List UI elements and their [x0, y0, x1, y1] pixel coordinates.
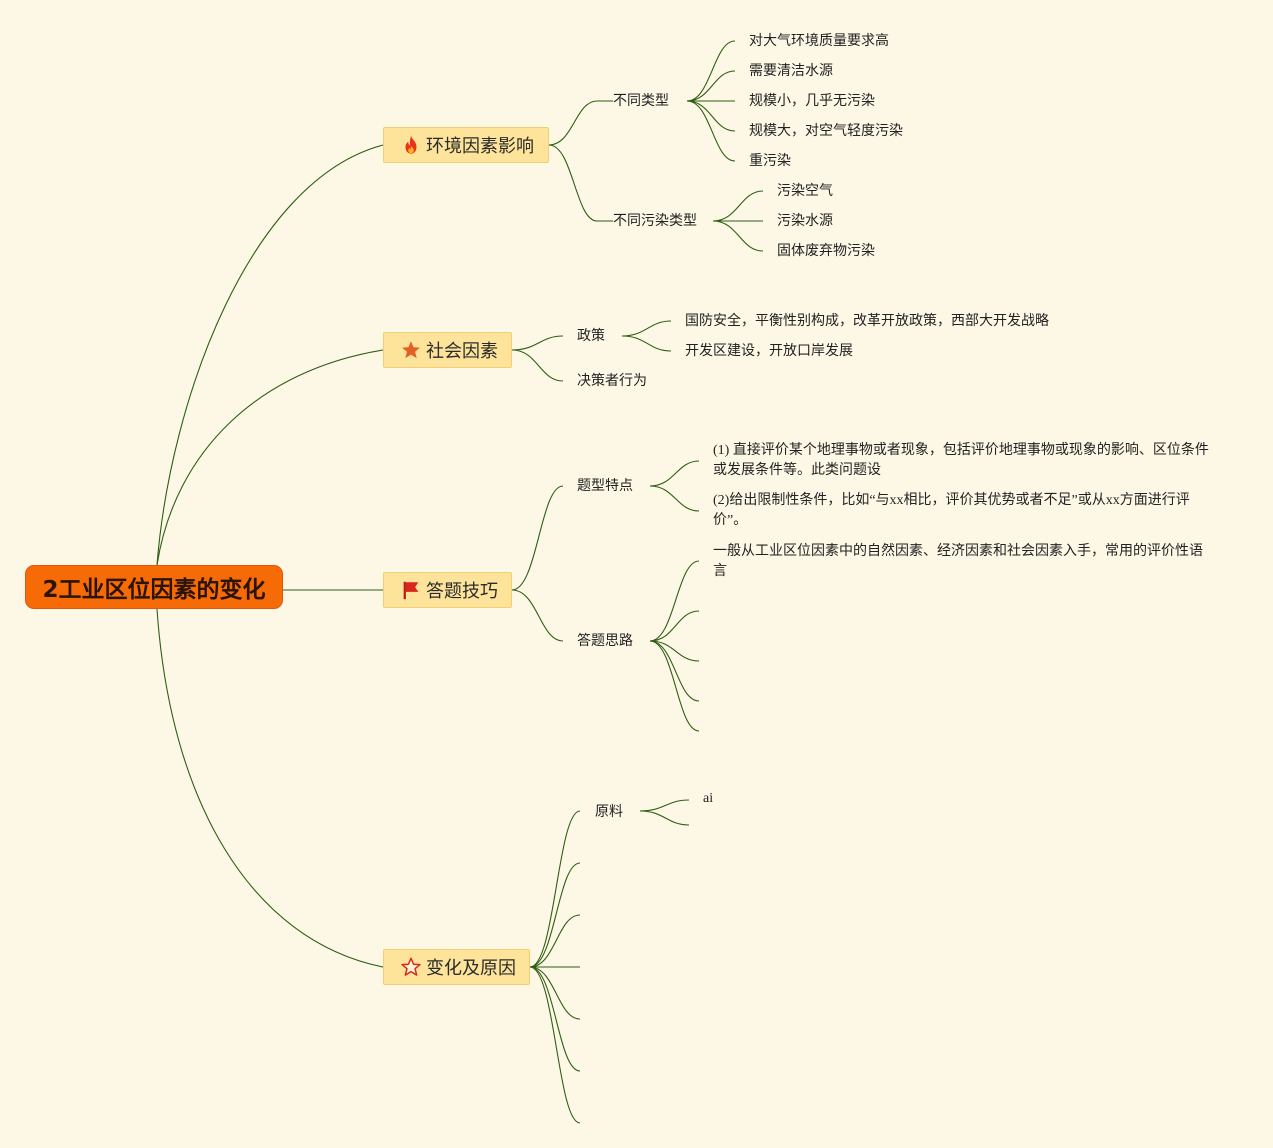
pollution-item[interactable]: 固体废弃物污染: [777, 243, 875, 259]
subtopic-raw[interactable]: 原料: [595, 804, 623, 820]
topic-environment-label: 环境因素影响: [426, 136, 534, 157]
connector-line: [649, 640, 700, 662]
connector-line: [649, 460, 700, 487]
connector-line: [529, 966, 581, 1124]
feature-item[interactable]: (1) 直接评价某个地理事物或者现象，包括评价地理事物或现象的影响、区位条件或发…: [713, 443, 1209, 478]
connector-line: [548, 100, 613, 146]
connector-line: [529, 966, 581, 1072]
topic-tips[interactable]: 答题技巧: [383, 572, 512, 608]
connector-line: [156, 144, 384, 566]
root-title: 2工业区位因素的变化: [42, 577, 266, 603]
flag-icon: [400, 579, 422, 601]
connector-line: [649, 610, 700, 642]
type-item[interactable]: 规模大，对空气轻度污染: [749, 123, 903, 139]
connector-line: [686, 100, 736, 132]
star-outline-icon: [400, 956, 422, 978]
connector-line: [686, 70, 736, 102]
connector-line: [686, 100, 736, 162]
topic-changes[interactable]: 变化及原因: [383, 949, 530, 985]
connector-line: [511, 349, 564, 382]
connector-line: [639, 810, 690, 826]
approach-item[interactable]: 一般从工业区位因素中的自然因素、经济因素和社会因素入手，常用的评价性语言: [713, 543, 1203, 579]
raw-item[interactable]: ai: [703, 791, 714, 806]
type-item[interactable]: 对大气环境质量要求高: [749, 33, 889, 49]
topic-changes-label: 变化及原因: [426, 958, 516, 979]
subtopic-approach[interactable]: 答题思路: [577, 633, 633, 649]
root-topic[interactable]: 2工业区位因素的变化: [25, 565, 283, 609]
feature-item[interactable]: (2)给出限制性条件，比如“与xx相比，评价其优势或者不足”或从xx方面进行评价…: [713, 493, 1190, 528]
topic-environment[interactable]: 环境因素影响: [383, 127, 549, 163]
subtopic-pollution[interactable]: 不同污染类型: [613, 213, 697, 229]
topic-social[interactable]: 社会因素: [383, 332, 512, 368]
subtopic-policy[interactable]: 政策: [577, 328, 605, 344]
connector-line: [649, 640, 700, 732]
connector-line: [511, 335, 564, 351]
connector-line: [156, 608, 384, 968]
fire-icon: [400, 134, 422, 156]
type-item[interactable]: 需要清洁水源: [749, 63, 833, 79]
type-item[interactable]: 重污染: [749, 153, 791, 169]
connector-line: [548, 144, 613, 222]
connector-line: [649, 640, 700, 702]
topic-social-label: 社会因素: [426, 341, 498, 362]
connector-line: [529, 810, 581, 968]
connector-line: [529, 966, 581, 1020]
connector-line: [649, 485, 700, 512]
connector-line: [529, 914, 581, 968]
connector-line: [621, 335, 672, 352]
topic-tips-label: 答题技巧: [426, 581, 498, 602]
policy-item[interactable]: 开发区建设，开放口岸发展: [685, 343, 853, 359]
connector-line: [712, 190, 764, 222]
subtopic-features[interactable]: 题型特点: [577, 478, 633, 494]
pollution-item[interactable]: 污染空气: [777, 183, 833, 199]
policy-item[interactable]: 国防安全，平衡性别构成，改革开放政策，西部大开发战略: [685, 313, 1049, 329]
connector-line: [639, 799, 690, 812]
connector-line: [686, 40, 736, 102]
type-item[interactable]: 规模小，几乎无污染: [749, 93, 875, 109]
connector-line: [156, 349, 384, 566]
subtopic-decision[interactable]: 决策者行为: [577, 373, 647, 389]
connector-line: [712, 220, 764, 252]
connector-line: [511, 589, 564, 642]
pollution-item[interactable]: 污染水源: [777, 213, 833, 229]
subtopic-types[interactable]: 不同类型: [613, 93, 669, 109]
star-icon: [400, 339, 422, 361]
connector-line: [649, 560, 700, 642]
connector-line: [529, 862, 581, 968]
connector-line: [511, 485, 564, 591]
connector-line: [621, 320, 672, 337]
